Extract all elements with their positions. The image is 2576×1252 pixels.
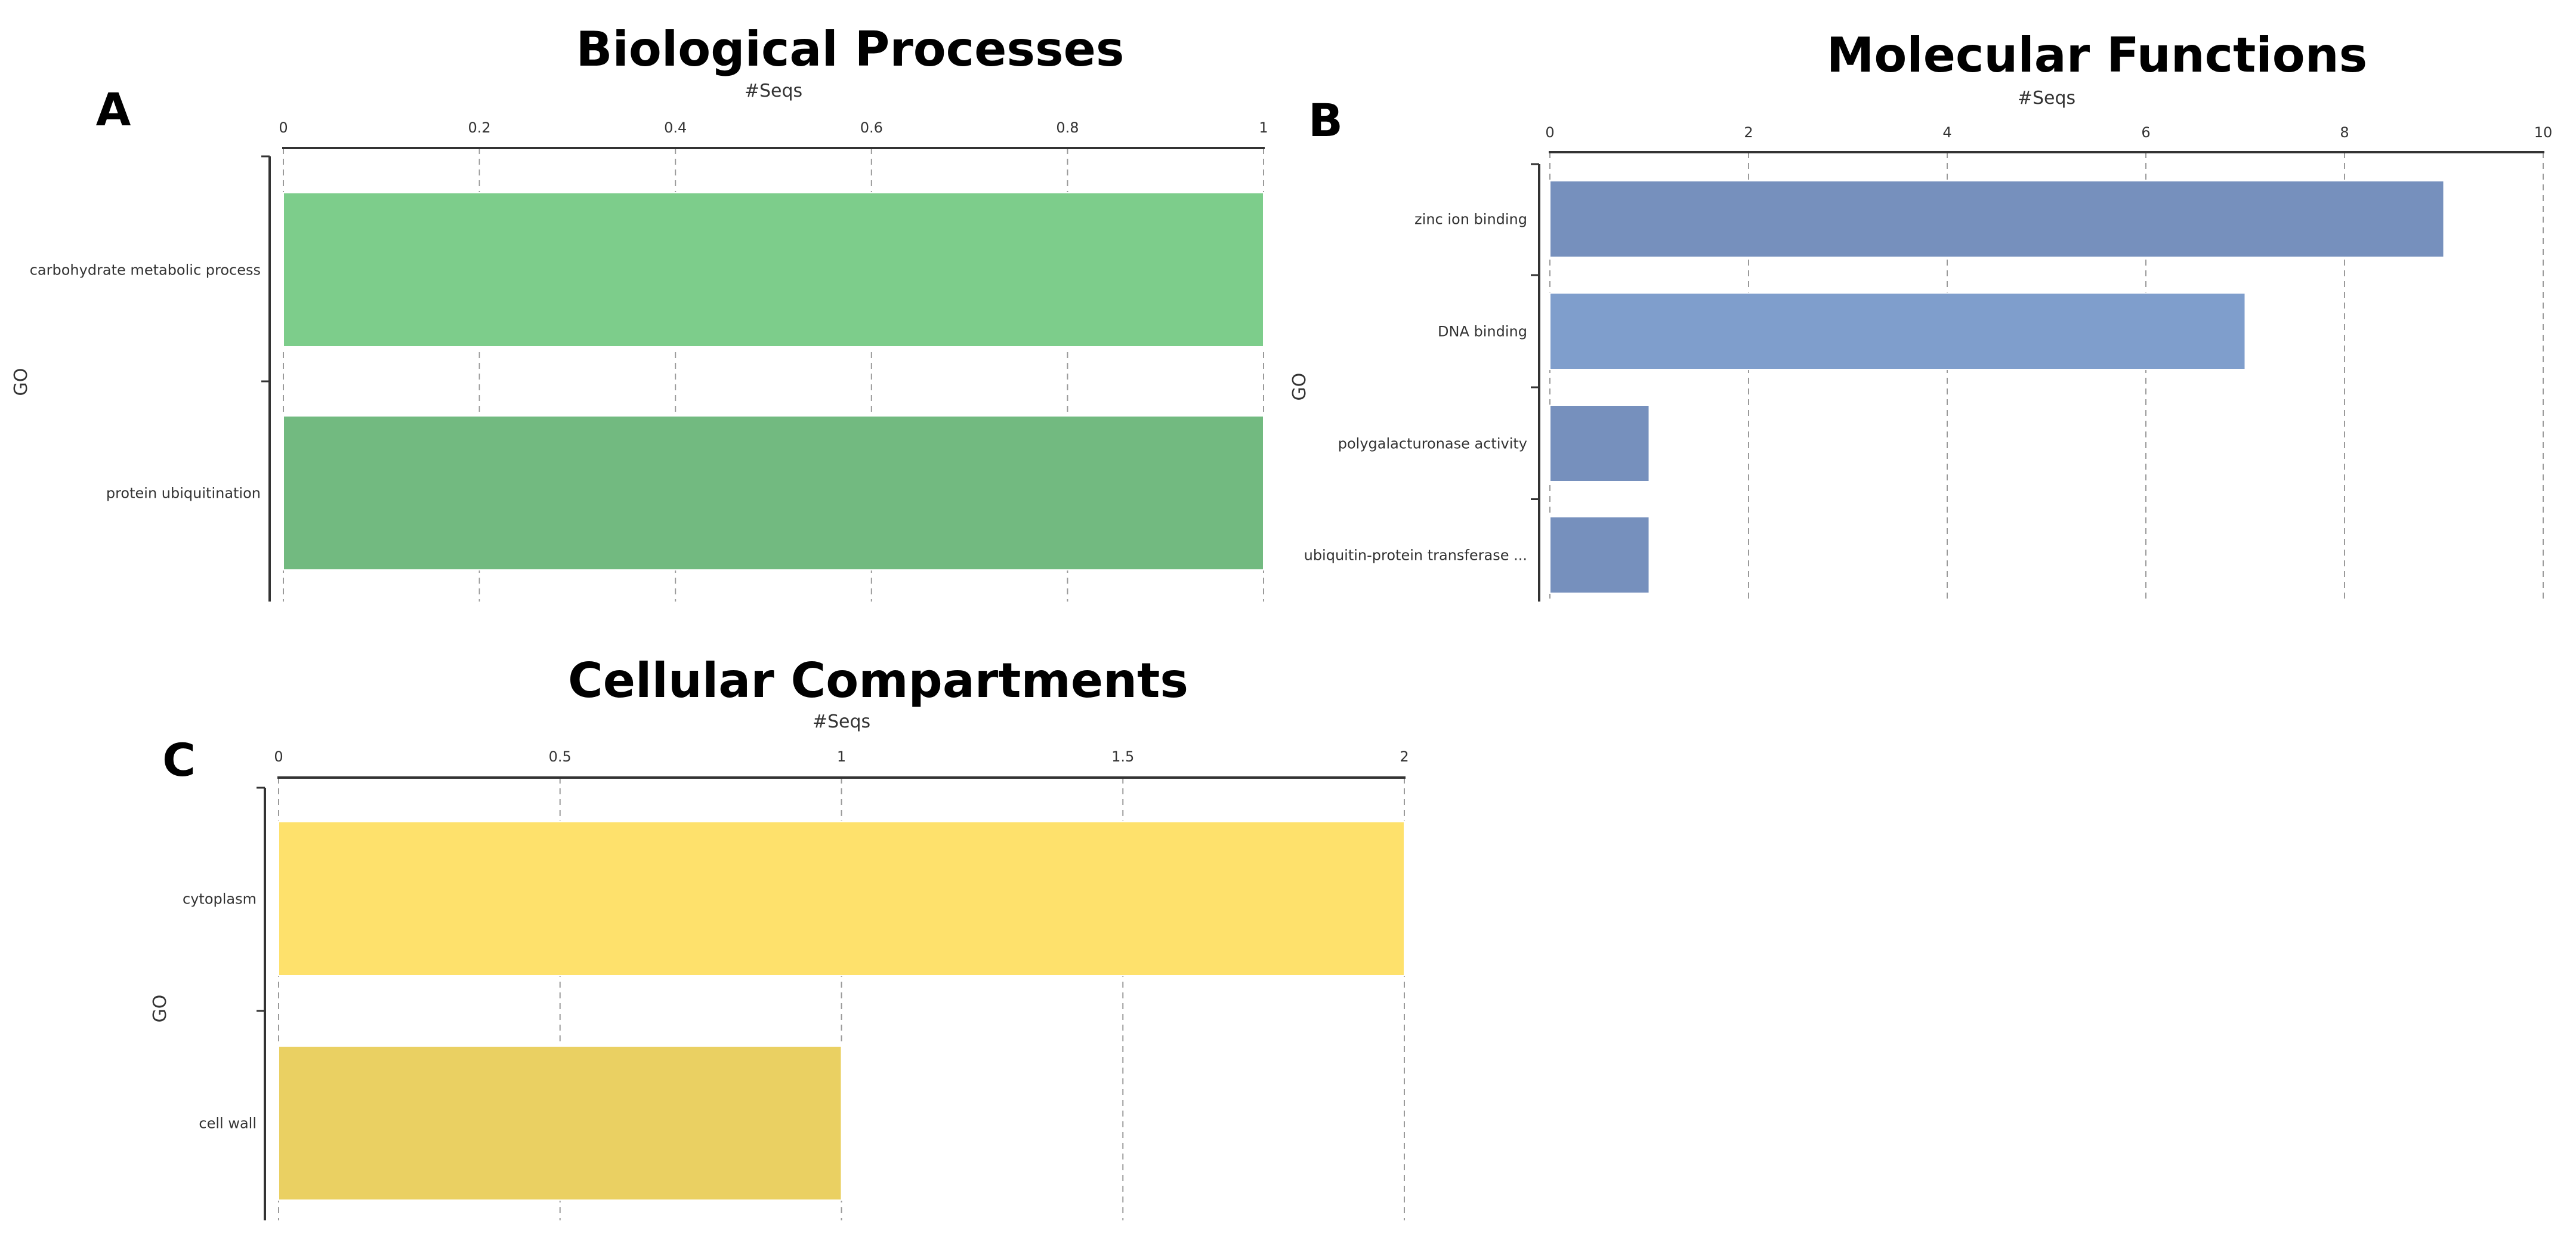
category-label: protein ubiquitination: [106, 485, 261, 501]
x-tick-label: 0.2: [468, 119, 491, 136]
x-tick-label: 0.6: [860, 119, 883, 136]
y-axis-label: GO: [150, 995, 171, 1023]
bar-0: [1549, 180, 2445, 258]
y-axis-label: GO: [1289, 373, 1310, 401]
x-tick-label: 0: [279, 119, 288, 136]
chart-title: Molecular Functions: [1827, 27, 2368, 83]
chart-title: Cellular Compartments: [568, 653, 1188, 708]
bar-2: [1549, 405, 1650, 482]
x-tick-label: 4: [1942, 124, 1951, 141]
category-label: DNA binding: [1438, 323, 1527, 340]
x-tick-label: 0: [274, 748, 283, 765]
category-label: carbohydrate metabolic process: [30, 261, 261, 278]
x-tick-label: 8: [2340, 124, 2349, 141]
category-label: zinc ion binding: [1414, 211, 1527, 227]
category-label: polygalacturonase activity: [1338, 435, 1527, 452]
x-tick-label: 2: [1400, 748, 1409, 765]
x-axis-label: #Seqs: [813, 711, 870, 732]
x-tick-label: 0.4: [664, 119, 687, 136]
panel-letter: A: [96, 83, 131, 136]
x-tick-label: 10: [2534, 124, 2553, 141]
bar-1: [283, 415, 1264, 571]
bar-1: [1549, 292, 2246, 370]
bar-3: [1549, 516, 1650, 594]
x-axis-label: #Seqs: [745, 81, 802, 101]
chart-title: Biological Processes: [576, 21, 1125, 77]
x-tick-label: 2: [1744, 124, 1753, 141]
panel-letter: C: [162, 733, 196, 787]
category-label: ubiquitin-protein transferase ...: [1304, 547, 1527, 563]
x-tick-label: 0.5: [549, 748, 572, 765]
x-tick-label: 0: [1545, 124, 1554, 141]
category-label: cell wall: [199, 1115, 257, 1131]
y-axis-label: GO: [11, 368, 32, 396]
panel-a-biological-processes: A Biological Processes #Seqs 0 0.2 0.4 0.6 0.8 1…: [11, 21, 1268, 602]
x-tick-label: 1: [1259, 119, 1268, 136]
bar-1: [278, 1046, 842, 1201]
x-tick-label: 6: [2141, 124, 2150, 141]
bar-0: [283, 192, 1264, 347]
panel-b-molecular-functions: B Molecular Functions #Seqs 0 2 4 6 8 10 zinc ion…: [1289, 27, 2552, 602]
category-label: cytoplasm: [183, 890, 257, 907]
panel-letter: B: [1308, 94, 1343, 147]
x-tick-label: 0.8: [1056, 119, 1079, 136]
x-axis-label: #Seqs: [2018, 88, 2075, 109]
x-tick-label: 1.5: [1111, 748, 1134, 765]
bar-0: [278, 821, 1405, 976]
x-tick-label: 1: [837, 748, 846, 765]
panel-c-cellular-compartments: C Cellular Compartments #Seqs 0 0.5 1 1.5 2 cyto…: [150, 653, 1409, 1220]
